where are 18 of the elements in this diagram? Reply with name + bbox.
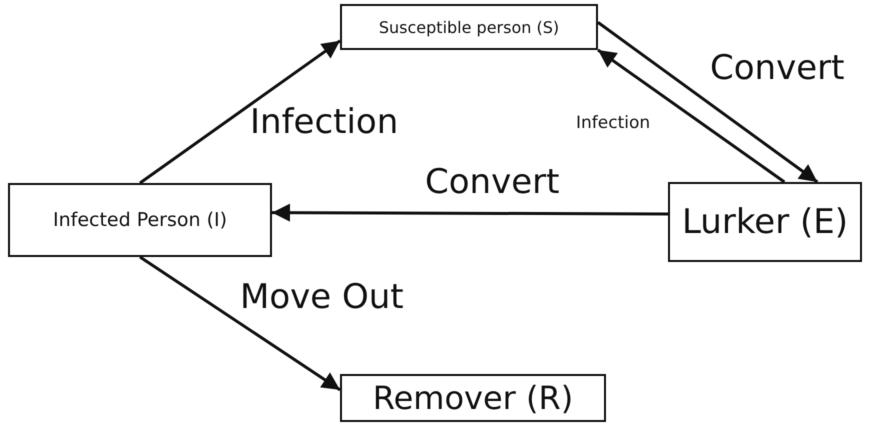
arrow [597,21,818,184]
arrow [139,40,341,184]
state-box [668,182,862,262]
edge-label: Move Out [240,277,404,317]
edge-label: Infection [576,113,650,133]
arrow [139,256,341,392]
box-label: Susceptible person (S) [378,18,560,36]
arrow [597,48,786,184]
edge-label: Convert [710,48,844,88]
state-box [8,183,272,257]
edge-label: Convert [425,162,560,202]
box-label: Infected Person (I) [52,209,228,231]
edge-label: Infection [250,102,398,142]
box-label: Remover (R) [372,379,574,417]
state-box [340,374,606,422]
state-box [340,4,598,50]
box-label: Lurker (E) [682,202,848,242]
arrow [272,204,668,222]
